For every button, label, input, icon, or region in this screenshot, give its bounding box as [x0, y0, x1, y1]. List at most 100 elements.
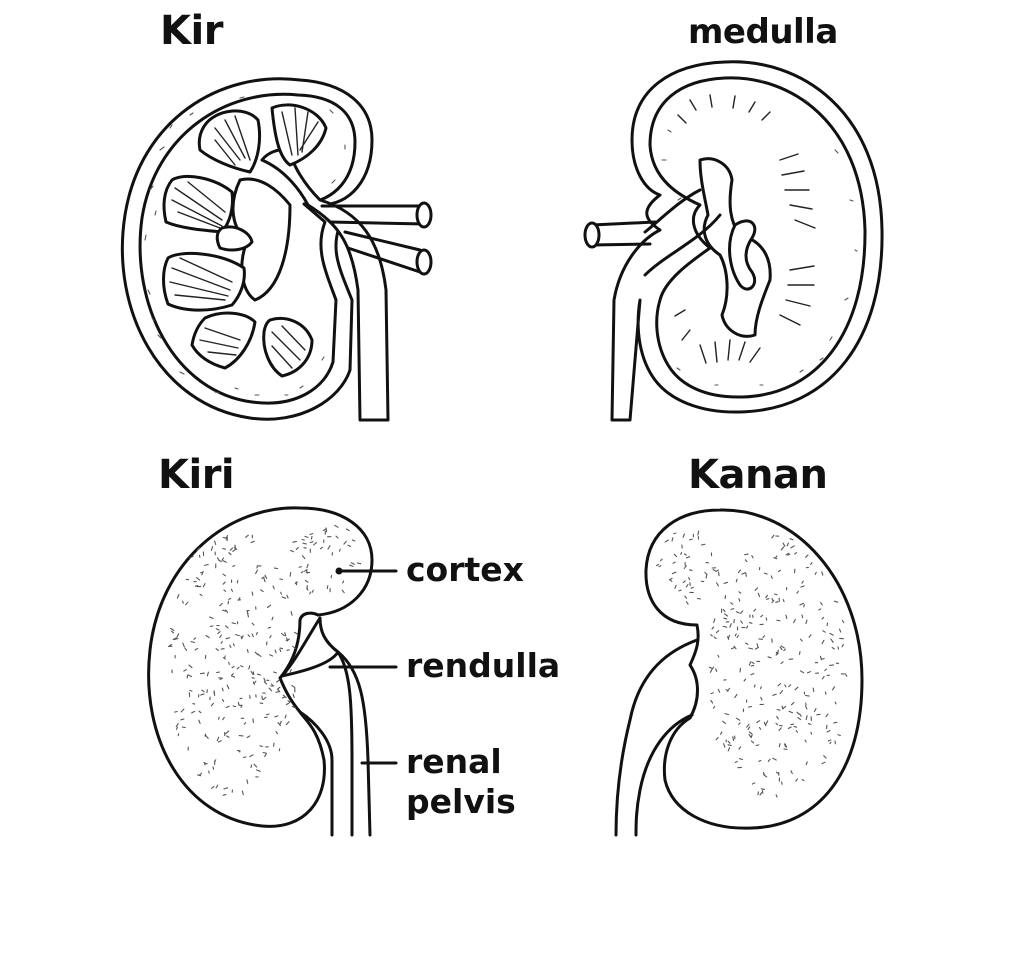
stipple-mark: [738, 598, 741, 602]
stipple-mark: [232, 705, 237, 708]
stipple-mark: [757, 791, 759, 796]
stipple-mark: [831, 686, 836, 691]
stipple-mark: [250, 540, 255, 544]
stipple-mark: [778, 743, 781, 748]
stipple-mark: [229, 644, 232, 648]
stipple-mark: [783, 743, 787, 748]
stipple-mark: [804, 739, 807, 743]
stipple-mark: [255, 569, 258, 575]
stipple-mark: [712, 705, 716, 709]
stipple-mark: [664, 539, 669, 543]
stipple-mark: [816, 713, 821, 716]
stipple-mark: [685, 601, 689, 605]
stipple-mark: [262, 696, 267, 700]
stipple-mark: [778, 727, 782, 732]
stipple-mark: [727, 744, 732, 746]
stipple-mark: [788, 710, 794, 714]
stipple-mark: [844, 673, 848, 677]
stipple-mark: [184, 647, 188, 651]
stipple-mark: [231, 622, 237, 625]
stipple-mark: [730, 647, 735, 650]
stipple-mark: [222, 657, 226, 660]
stipple-mark: [704, 571, 708, 575]
stipple-mark: [198, 554, 201, 558]
stipple-mark: [738, 746, 742, 750]
stipple-mark: [805, 715, 808, 721]
stipple-mark: [812, 687, 815, 693]
stipple-mark: [221, 687, 224, 692]
stipple-mark: [763, 721, 767, 727]
stipple-mark: [200, 571, 204, 574]
stipple-mark: [750, 740, 755, 744]
stipple-mark: [286, 649, 290, 651]
stipple-mark: [334, 524, 339, 528]
stipple-mark: [255, 769, 261, 772]
stipple-mark: [781, 781, 783, 785]
stipple-mark: [796, 711, 800, 715]
stipple-mark: [738, 722, 741, 725]
stipple-mark: [748, 731, 753, 735]
medulla-text: rendulla: [406, 646, 561, 685]
stipple-mark: [762, 774, 768, 778]
stipple-mark: [767, 758, 771, 762]
stipple-mark: [787, 726, 792, 730]
stipple-mark: [767, 656, 772, 659]
stipple-mark: [673, 532, 677, 535]
stipple-mark: [754, 646, 760, 650]
stipple-mark: [345, 528, 350, 532]
stipple-bottom-left: [167, 524, 362, 796]
stipple-mark: [231, 673, 234, 676]
pelvis-text-line1: renal: [406, 742, 502, 781]
stipple-mark: [727, 747, 731, 752]
stipple-mark: [810, 562, 813, 565]
stipple-mark: [723, 743, 726, 748]
stipple-mark: [756, 643, 759, 648]
stipple-mark: [188, 664, 193, 669]
stipple-mark: [730, 608, 735, 611]
stipple-mark: [338, 548, 341, 552]
stipple-mark: [786, 542, 789, 547]
stipple-mark: [266, 713, 270, 716]
stipple-mark: [292, 645, 297, 649]
stipple-mark: [727, 636, 730, 640]
stipple-mark: [748, 621, 753, 624]
stipple-mark: [818, 608, 822, 611]
stipple-mark: [267, 626, 272, 629]
stipple-mark: [264, 752, 268, 758]
stipple-mark: [251, 622, 255, 626]
stipple-mark: [208, 616, 214, 620]
stipple-mark: [226, 684, 230, 690]
stipple-mark: [775, 651, 779, 656]
stipple-mark: [716, 582, 719, 587]
stipple-mark: [248, 665, 251, 670]
stipple-mark: [801, 580, 804, 584]
stipple-mark: [829, 664, 835, 666]
stipple-mark: [674, 584, 677, 589]
stipple-mark: [776, 708, 781, 711]
stipple-mark: [795, 730, 798, 733]
stipple-mark: [738, 591, 742, 594]
stipple-mark: [780, 546, 785, 551]
stipple-mark: [223, 589, 227, 592]
stipple-mark: [820, 601, 823, 606]
stipple-mark: [748, 661, 752, 666]
stipple-mark: [225, 705, 230, 709]
stipple-mark: [678, 589, 682, 592]
stipple-mark: [717, 688, 721, 693]
stipple-mark: [310, 535, 313, 540]
stipple-mark: [193, 637, 197, 640]
stipple-mark: [239, 704, 243, 707]
stipple-mark: [189, 689, 193, 692]
stipple-mark: [796, 590, 799, 594]
stipple-mark: [841, 619, 845, 624]
stipple-mark: [182, 642, 185, 648]
stipple-mark: [220, 640, 223, 644]
stipple-mark: [728, 634, 730, 639]
stipple-mark: [277, 721, 281, 727]
stipple-mark: [750, 673, 755, 676]
stipple-mark: [223, 787, 229, 790]
stipple-mark: [689, 538, 693, 541]
stipple-mark: [697, 530, 700, 536]
stipple-mark: [216, 557, 221, 562]
stipple-mark: [801, 614, 804, 619]
